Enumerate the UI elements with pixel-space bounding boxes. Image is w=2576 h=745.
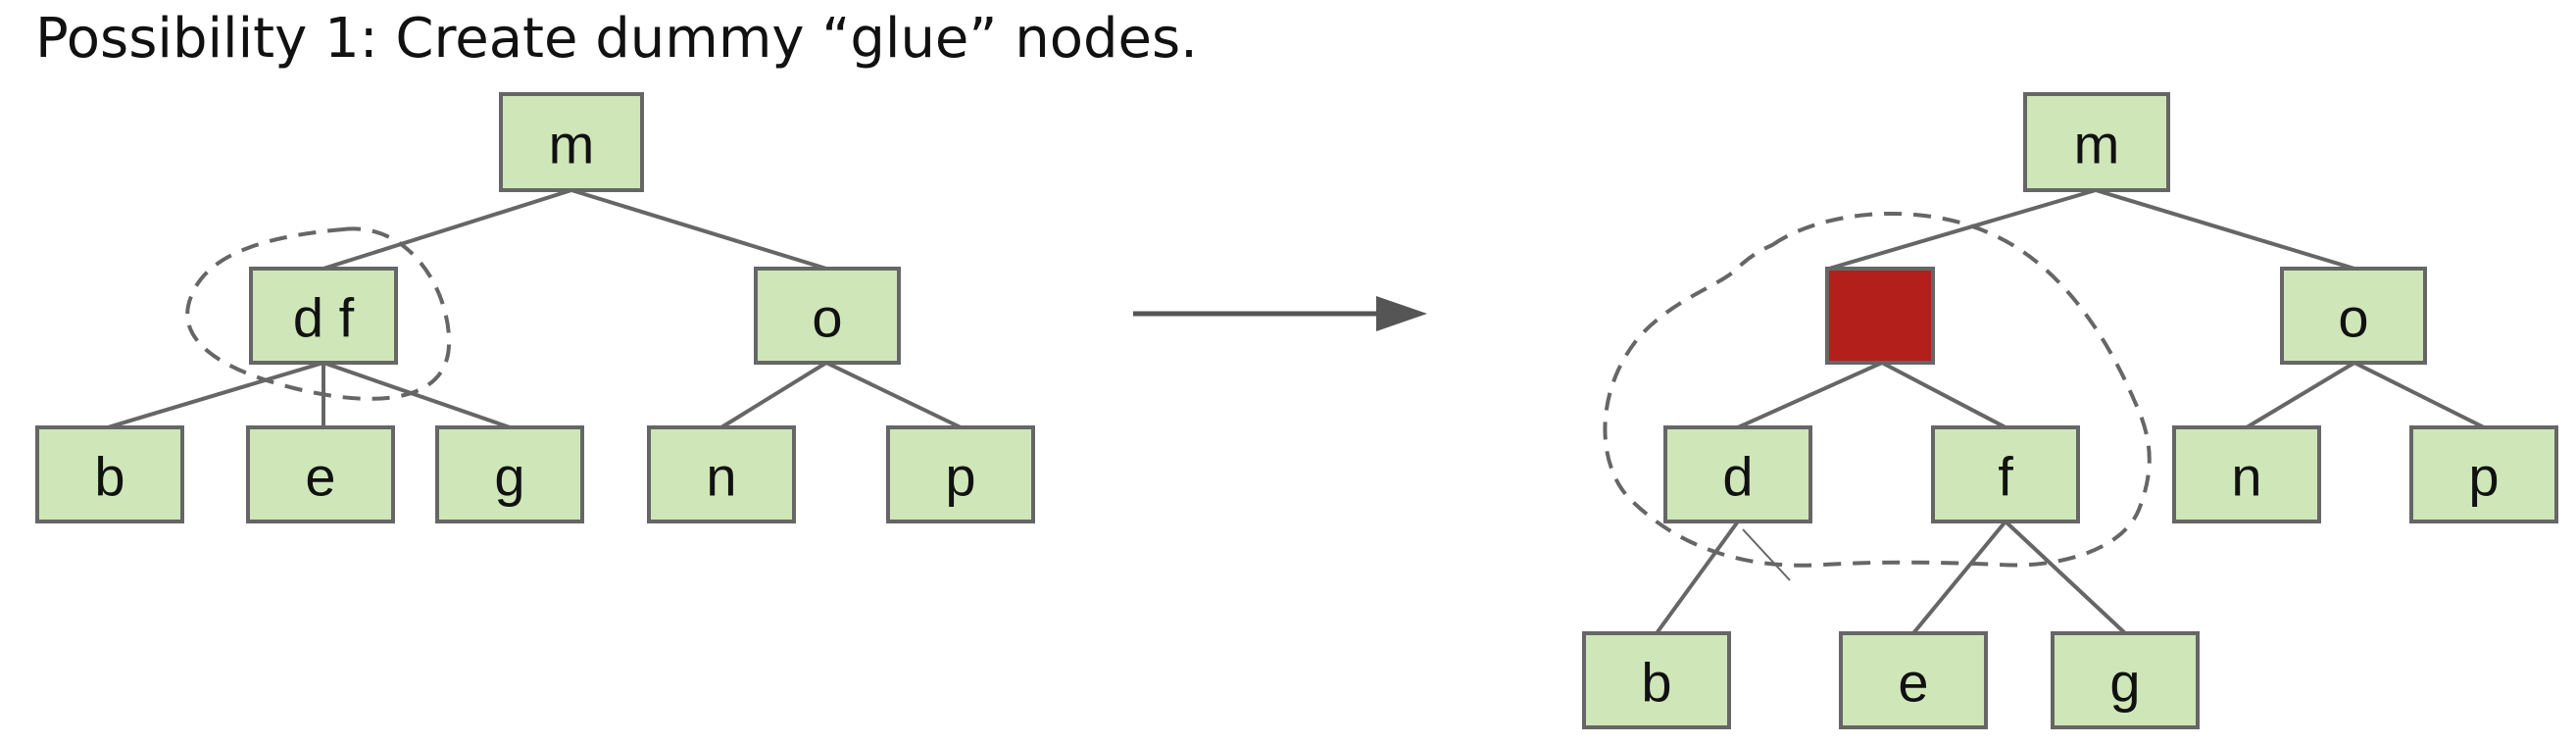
after-node-f: f	[1931, 425, 2080, 523]
before-node-df-label: d f	[293, 287, 355, 349]
before-leaf-b-label: b	[94, 446, 124, 508]
before-leaf-n-label: n	[706, 446, 736, 508]
before-tree: m d f o b e g n p	[35, 92, 1035, 523]
edge-o-p	[825, 361, 962, 429]
after-node-m-label: m	[2074, 114, 2120, 175]
edge-o-p	[2353, 361, 2485, 429]
edge-m-o	[2095, 188, 2355, 271]
after-node-d: d	[1663, 425, 1812, 523]
after-node-o: o	[2280, 267, 2427, 365]
after-node-o-label: o	[2338, 287, 2368, 349]
before-leaf-g-label: g	[494, 446, 524, 508]
transform-arrow	[1133, 296, 1427, 331]
after-tree: m o d f n p b e	[1582, 92, 2558, 729]
before-node-o-label: o	[812, 287, 842, 349]
edge-m-o	[570, 188, 827, 271]
before-leaf-g: g	[435, 425, 584, 523]
before-leaf-p: p	[886, 425, 1035, 523]
before-leaf-b: b	[35, 425, 184, 523]
edge-m-glue	[1828, 188, 2097, 271]
after-node-m: m	[2023, 92, 2170, 192]
after-leaf-g: g	[2051, 631, 2200, 729]
before-leaf-p-label: p	[945, 446, 975, 508]
before-leaf-e: e	[246, 425, 395, 523]
before-merge-highlight	[185, 226, 452, 401]
after-leaf-e-label: e	[1898, 652, 1928, 714]
after-node-f-label: f	[1998, 446, 2013, 508]
edge-df-b	[107, 361, 324, 429]
after-leaf-g-label: g	[2109, 652, 2140, 714]
arrow-head-icon	[1376, 296, 1427, 331]
before-node-df: d f	[249, 267, 398, 365]
edge-m-df	[322, 188, 572, 271]
before-node-o: o	[754, 267, 901, 365]
edge-f-g	[2004, 520, 2127, 635]
slide-heading: Possibility 1: Create dummy “glue” nodes…	[35, 7, 1198, 71]
after-node-d-label: d	[1722, 446, 1753, 508]
edge-glue-f	[1881, 361, 2006, 429]
before-leaf-e-label: e	[305, 446, 335, 508]
edge-glue-d	[1737, 361, 1883, 429]
after-leaf-e: e	[1839, 631, 1988, 729]
edge-o-n	[719, 361, 828, 429]
stray-mark	[1742, 528, 1791, 581]
before-node-m: m	[499, 92, 644, 192]
edge-f-e	[1911, 520, 2007, 635]
before-node-m-label: m	[549, 114, 595, 175]
edge-d-b	[1655, 520, 1740, 635]
edge-o-n	[2245, 361, 2356, 429]
after-leaf-b: b	[1582, 631, 1731, 729]
after-leaf-p: p	[2409, 425, 2558, 523]
after-glue-node	[1825, 267, 1935, 365]
after-leaf-n-label: n	[2231, 446, 2261, 508]
after-leaf-n: n	[2172, 425, 2321, 523]
after-leaf-b-label: b	[1641, 652, 1671, 714]
after-leaf-p-label: p	[2468, 446, 2499, 508]
edge-df-g	[322, 361, 511, 429]
before-leaf-n: n	[647, 425, 796, 523]
